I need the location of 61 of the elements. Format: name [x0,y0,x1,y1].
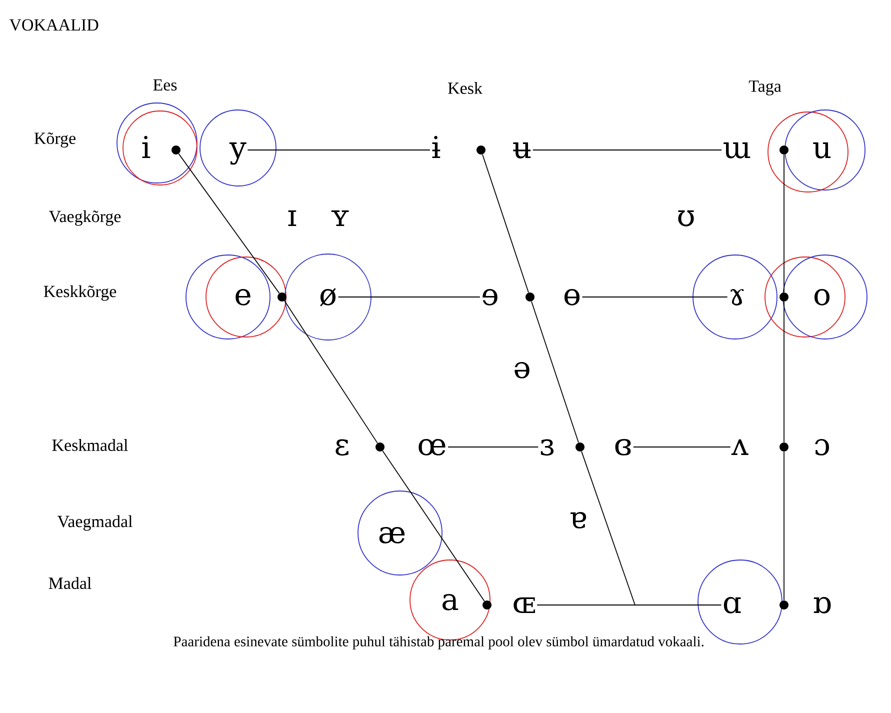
vowel-symbol: ʌ [731,439,748,455]
vowel-symbol: ɞ [615,439,631,456]
row-heading: Kõrge [34,132,76,148]
vowel-symbol: ɪ [288,210,296,226]
vowel-symbol: ʊ [678,210,694,226]
vowel-dot [278,292,286,302]
column-heading: Ees [153,79,177,91]
chart-line [284,300,378,444]
row-heading: Keskmadal [52,439,128,451]
vowel-symbol: u [813,142,831,158]
vowel-symbol: a [442,594,458,610]
vowel-symbol: ɯ [724,142,750,158]
row-heading: Madal [48,577,92,589]
vowel-dot [780,146,788,154]
vowel-symbol: ɒ [814,597,831,614]
vowel-symbol: ɤ [730,289,744,306]
vowel-dot [780,292,788,302]
vowel-symbol: ʏ [331,210,349,226]
vowel-symbol: ɨ [432,136,440,158]
row-heading: Vaegmadal [57,515,132,531]
vowel-symbol: ɵ [564,289,580,306]
vowel-symbol: ɐ [570,512,586,528]
chart-line [382,450,485,602]
vowel-symbol: ʉ [513,142,531,158]
chart-line [338,296,480,298]
vowel-dot [780,600,788,610]
vowel-symbol: ɔ [815,439,830,456]
chart-line [536,604,722,606]
vowel-symbol: æ [379,527,405,544]
chart-line [482,154,529,293]
vowel-symbol: ɘ [482,289,498,306]
chart-line [632,446,731,448]
vowel-symbol: ɑ [724,597,741,614]
vowel-symbol: ø [320,288,336,306]
vowel-symbol: ɜ [540,439,554,456]
vowel-symbol: o [814,289,830,306]
vowel-dot [476,146,486,154]
chart-line [448,446,539,448]
vowel-dot [576,442,584,452]
row-heading: Keskkõrge [44,285,116,301]
chart-line [531,301,579,443]
column-heading: Taga [748,80,782,96]
chart-line [178,153,280,294]
vowel-dot [526,292,534,302]
chart-line [581,451,636,606]
vowel-symbol: ə [514,362,530,378]
vowel-symbol: e [236,289,250,306]
vowel-symbol: ɛ [336,439,348,456]
column-heading: Kesk [448,82,482,94]
row-heading: Vaegkõrge [49,210,121,226]
vowel-symbol: i [142,136,150,158]
vowel-symbol: œ [418,439,446,456]
note-text: Paaridena esinevate sümbolite puhul tähistab paremal pool olev sümbol ümardatud vokaali. [174,636,704,650]
chart-line [582,296,728,298]
vowel-symbol: y [229,142,246,165]
vowel-dot [780,442,788,452]
chart-title: VOKAALID [9,19,98,31]
vowel-symbol: ɶ [514,597,535,613]
vowel-dot [376,442,384,452]
vowel-dot [482,600,492,610]
vowel-dot [172,146,180,154]
